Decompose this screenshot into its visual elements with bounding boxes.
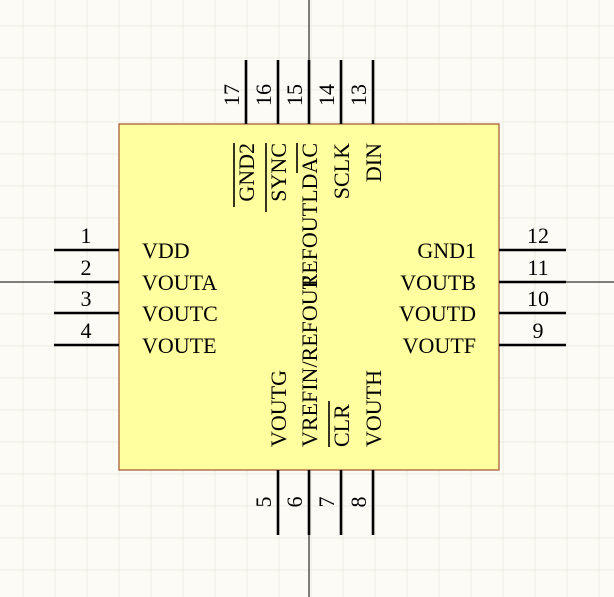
component-body[interactable]: [118, 123, 500, 471]
pin-number: 10: [527, 286, 549, 311]
pin-name: VOUTC: [142, 301, 218, 326]
pin-number: 17: [219, 84, 244, 106]
pin-name: VREFIN/REFOUT: [297, 275, 322, 447]
pin-vouth[interactable]: 8 VOUTH: [346, 370, 386, 535]
pin-number: 13: [346, 84, 371, 106]
pin-name: VOUTF: [403, 333, 476, 358]
pin-number: 5: [251, 497, 276, 508]
pin-number: 9: [533, 318, 544, 343]
pin-name: SCLK: [329, 143, 354, 199]
pin-voutg[interactable]: 5 VOUTG: [251, 370, 291, 535]
pin-name: VOUTA: [142, 270, 217, 295]
pin-number: 8: [346, 497, 371, 508]
pin-number: 7: [314, 497, 339, 508]
pin-number: 1: [81, 223, 92, 248]
pin-number: 16: [251, 84, 276, 106]
pin-clr[interactable]: 7 CLR: [314, 401, 354, 535]
pin-number: 2: [81, 255, 92, 280]
pin-name: DIN: [361, 143, 386, 182]
pin-number: 4: [81, 318, 92, 343]
pin-name: VOUTG: [266, 370, 291, 447]
pin-number: 14: [314, 84, 339, 106]
pin-name: GND1: [417, 238, 476, 263]
pin-name: GND2: [234, 143, 259, 202]
pin-vrefin-refout[interactable]: 6 VREFIN/REFOUT: [282, 275, 322, 535]
pin-number: 11: [527, 255, 548, 280]
pin-name: VOUTE: [142, 333, 217, 358]
pin-name: VDD: [142, 238, 190, 263]
pin-name: CLR: [329, 404, 354, 447]
pin-number: 15: [282, 84, 307, 106]
pin-name: VOUTD: [399, 301, 476, 326]
pin-number: 6: [282, 497, 307, 508]
pin-name: REFOUTLDAC: [297, 143, 322, 288]
pin-number: 12: [527, 223, 549, 248]
pins-bottom-group: 5 VOUTG 6 VREFIN/REFOUT 7 CLR 8 VOUTH: [251, 275, 386, 535]
pin-name: VOUTH: [361, 370, 386, 447]
pin-name: SYNC: [266, 143, 291, 202]
pin-name: VOUTB: [400, 270, 476, 295]
pin-number: 3: [81, 286, 92, 311]
